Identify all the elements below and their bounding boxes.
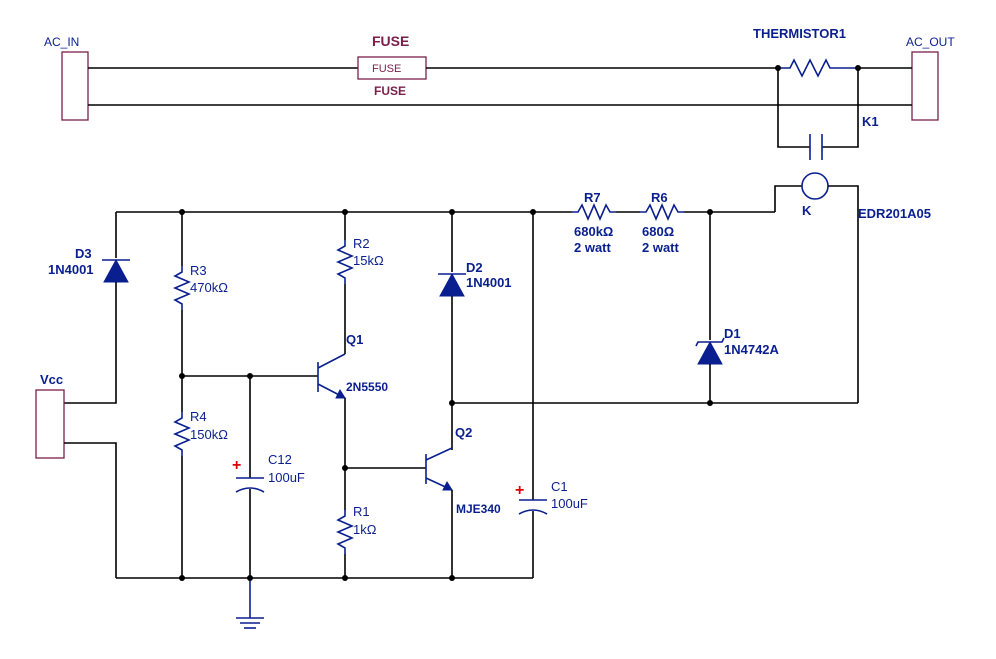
- q2-part: MJE340: [456, 502, 501, 516]
- vcc-connector: [35, 389, 65, 459]
- r1-resistor: [335, 510, 355, 554]
- junction-dot: [179, 373, 185, 379]
- junction-dot: [449, 575, 455, 581]
- r7-value: 680kΩ: [574, 224, 613, 239]
- d3-part: 1N4001: [48, 262, 94, 277]
- junction-dot: [707, 400, 713, 406]
- d2-diode: [439, 272, 465, 297]
- q1-name: Q1: [346, 332, 363, 347]
- r7-name: R7: [584, 190, 601, 205]
- r2-resistor: [335, 240, 355, 284]
- ac-section: AC_IN AC_OUT FUSE FUSE FUSE THERMISTOR1 …: [44, 26, 955, 160]
- r2-value: 15kΩ: [353, 253, 384, 268]
- d3-name: D3: [75, 246, 92, 261]
- relay-coil-label: K: [802, 203, 812, 218]
- vcc-label: Vcc: [40, 372, 63, 387]
- k1-right-wire: [822, 68, 859, 148]
- c12-value: 100uF: [268, 470, 305, 485]
- thermistor-symbol: [778, 58, 858, 78]
- r3-resistor: [172, 266, 192, 310]
- q1-collector-leg: [317, 353, 346, 369]
- c1-name: C1: [551, 479, 568, 494]
- r6-name: R6: [651, 190, 668, 205]
- r6-value: 680Ω: [642, 224, 674, 239]
- junction-dot: [179, 209, 185, 215]
- k1-label: K1: [862, 114, 879, 129]
- fuse-title: FUSE: [372, 33, 409, 49]
- ac-in-label: AC_IN: [44, 35, 79, 49]
- r4-resistor: [172, 412, 192, 456]
- r4-name: R4: [190, 409, 207, 424]
- r7-resistor: [572, 202, 616, 222]
- d1-name: D1: [724, 326, 741, 341]
- d3-bottom-wire: [64, 282, 117, 404]
- d2-name: D2: [466, 260, 483, 275]
- r2-name: R2: [353, 236, 370, 251]
- d1-zener-bar: [695, 337, 725, 347]
- d2-part: 1N4001: [466, 275, 512, 290]
- c1-value: 100uF: [551, 496, 588, 511]
- junction-dot: [707, 209, 713, 215]
- d1-zener-diode: [697, 340, 723, 365]
- ac-out-label: AC_OUT: [906, 35, 955, 49]
- control-circuit: R7 680kΩ 2 watt R6 680Ω 2 watt K EDR201A…: [35, 172, 931, 629]
- fuse-below-label: FUSE: [374, 84, 406, 98]
- junction-dot: [530, 209, 536, 215]
- junction-dot: [855, 65, 861, 71]
- junction-dot: [247, 373, 253, 379]
- d3-diode: [103, 258, 129, 283]
- q1-part: 2N5550: [346, 380, 388, 394]
- c12-polarity: +: [232, 457, 241, 474]
- q2-collector-leg: [425, 447, 453, 461]
- junction-dot: [247, 575, 253, 581]
- fuse-inner-label: FUSE: [372, 63, 401, 75]
- ground-symbol: [236, 578, 264, 629]
- junction-dot: [775, 65, 781, 71]
- ac-in-connector: [61, 51, 89, 121]
- junction-dot: [342, 209, 348, 215]
- q2-name: Q2: [455, 425, 472, 440]
- vcc-ground-wire: [64, 442, 117, 578]
- relay-coil-left-wire: [774, 185, 802, 212]
- r1-value: 1kΩ: [353, 522, 377, 537]
- relay-part-label: EDR201A05: [858, 206, 931, 221]
- r3-name: R3: [190, 263, 207, 278]
- r3-value: 470kΩ: [190, 280, 228, 295]
- d1-part: 1N4742A: [724, 342, 780, 357]
- r4-value: 150kΩ: [190, 427, 228, 442]
- ac-out-connector: [911, 51, 939, 121]
- r6-resistor: [640, 202, 684, 222]
- thermistor-label: THERMISTOR1: [753, 26, 846, 41]
- junction-dot: [179, 575, 185, 581]
- r1-name: R1: [353, 504, 370, 519]
- c12-name: C12: [268, 452, 292, 467]
- c1-plate-curved: [518, 509, 548, 515]
- junction-dot: [449, 209, 455, 215]
- junction-dot: [449, 400, 455, 406]
- c1-polarity: +: [515, 482, 524, 499]
- junction-dot: [342, 575, 348, 581]
- relay-coil-k: [801, 172, 829, 200]
- c12-plate-curved: [235, 487, 265, 493]
- q2-emitter-arrow: [442, 480, 453, 491]
- q1-emitter-arrow: [335, 388, 346, 399]
- k1-left-wire: [777, 68, 810, 148]
- r7-power: 2 watt: [574, 240, 612, 255]
- r6-power: 2 watt: [642, 240, 680, 255]
- junction-dot: [342, 465, 348, 471]
- relay-coil-right-wire: [828, 185, 859, 403]
